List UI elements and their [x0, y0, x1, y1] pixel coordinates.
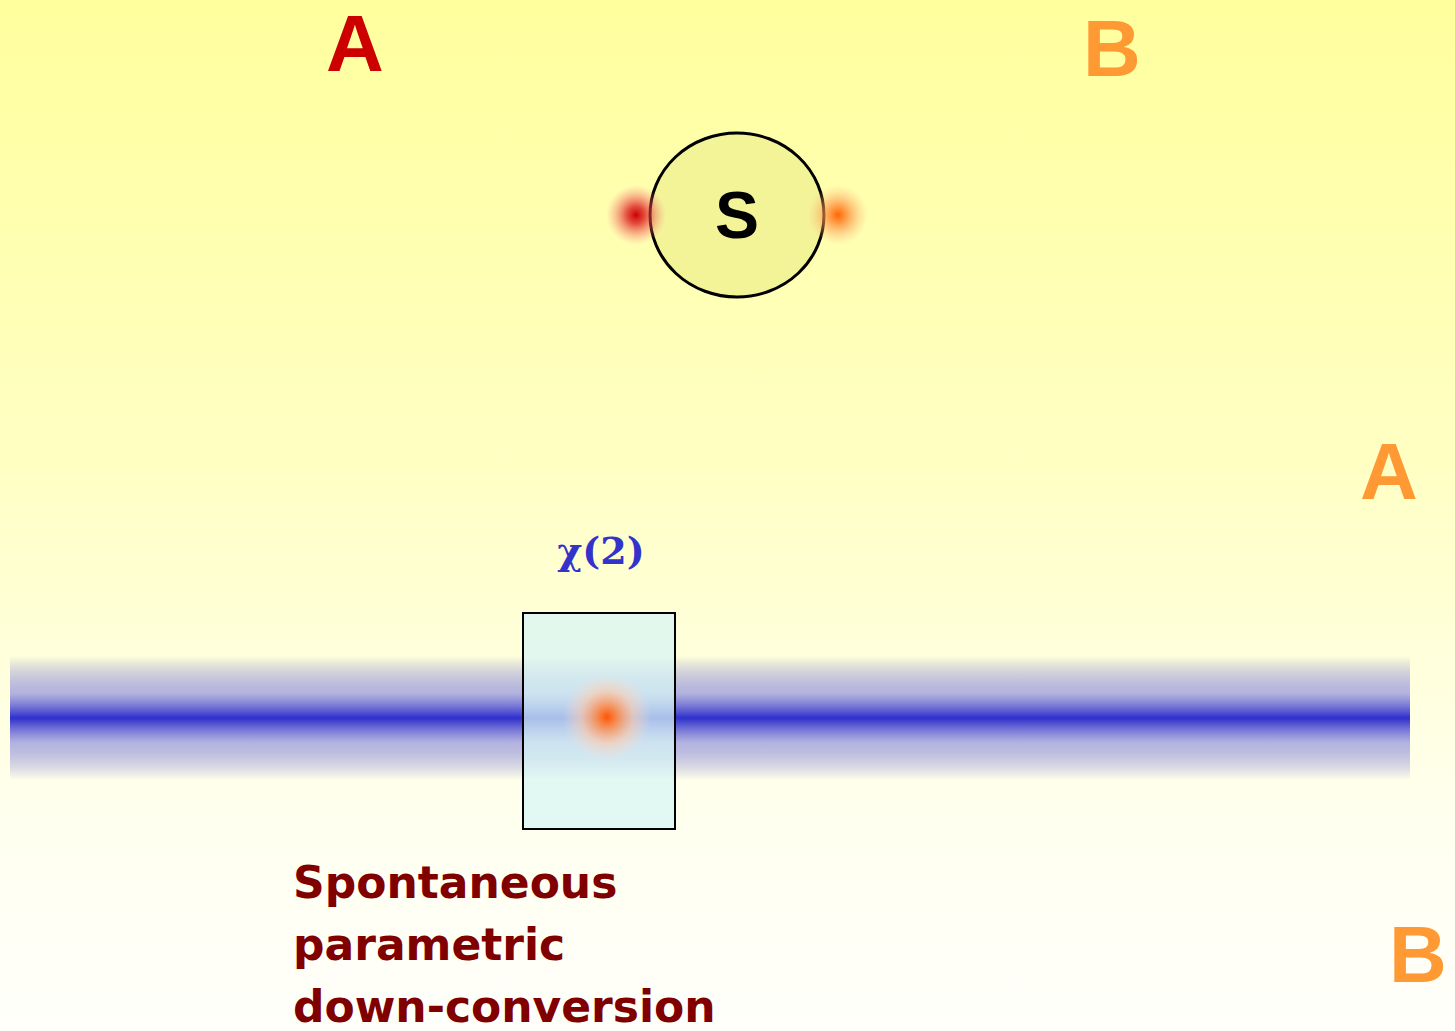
- source-label: S: [648, 131, 826, 299]
- crystal-label: χ(2): [557, 528, 644, 573]
- party-label: A: [1360, 426, 1418, 518]
- party-label: A: [326, 0, 384, 90]
- crystal-glow: [563, 673, 651, 761]
- source-circle: S: [648, 131, 826, 299]
- party-label: B: [1389, 909, 1447, 1001]
- process-caption: Spontaneous parametric down-conversion: [293, 852, 719, 1031]
- red-photon: [606, 185, 666, 245]
- pump-beam: [10, 656, 1410, 780]
- crystal-box: χ(2): [522, 612, 676, 830]
- orange-photon: [808, 185, 868, 245]
- party-label: B: [1083, 3, 1141, 95]
